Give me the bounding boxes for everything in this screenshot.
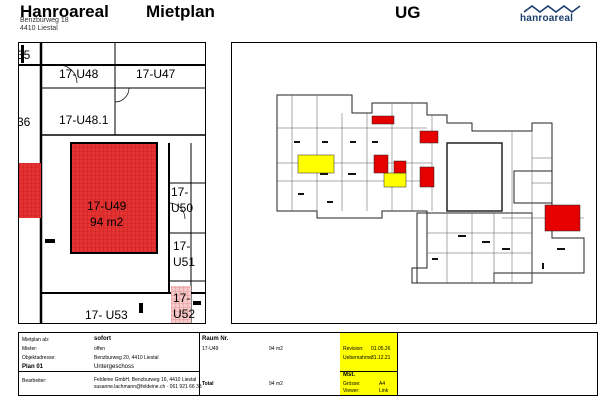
floor-label: UG xyxy=(395,3,421,22)
page-title: Mietplan xyxy=(146,2,215,21)
company-logo: hanroareal xyxy=(520,5,584,25)
viewer-label: Viewer: xyxy=(343,388,360,394)
mieter-value: offen xyxy=(94,346,106,352)
bearbeiter-label: Bearbeiter: xyxy=(22,378,47,384)
room-label-36: 36 xyxy=(18,115,31,129)
mietplan-ab-value: sofort xyxy=(94,336,111,342)
room-label-17-U50-a: 17- xyxy=(171,185,189,199)
revision-value: 01.05.26 xyxy=(371,346,391,352)
plan-value: Untergeschoss xyxy=(94,364,135,370)
room-label-17-U48: 17-U48 xyxy=(59,67,99,81)
room-label-17-U47: 17-U47 xyxy=(136,67,176,81)
room-label-17-U53: 17- U53 xyxy=(85,308,128,322)
uebernahme-value: 31.12.21 xyxy=(371,355,391,361)
room-area-label: 94 m2 xyxy=(90,215,124,229)
info-table: Mietplan ab: sofort Mieter: offen Objekt… xyxy=(18,332,598,396)
objektadresse-value: Benzburweg 20, 4410 Liestal xyxy=(94,355,159,361)
room-label-17-U51-b: U51 xyxy=(173,255,196,269)
detail-floor-plan[interactable]: 35 17-U48 17-U47 36 17-U48.1 17-U49 94 m… xyxy=(18,42,206,324)
uebernahme-label: Uebernahme: xyxy=(343,355,374,361)
room-label-17-U52-a: 17- xyxy=(173,291,191,305)
overview-floor-plan[interactable] xyxy=(231,42,597,324)
logo-text: hanroareal xyxy=(520,13,574,24)
yellow-status-block xyxy=(340,333,397,395)
plan-label: Plan 01 xyxy=(22,364,44,370)
company-name: Hanroareal xyxy=(20,2,109,21)
logo-mark-icon xyxy=(523,5,581,13)
overview-plan-drawing xyxy=(276,94,585,284)
detail-plan-drawing xyxy=(19,43,205,323)
room-label-35: 35 xyxy=(18,48,31,62)
revision-label: Revision: xyxy=(343,346,364,352)
groesse-label: Grösse: xyxy=(343,381,361,387)
raum-row-area: 94 m2 xyxy=(269,346,283,352)
viewer-value: Link xyxy=(379,388,389,394)
objektadresse-label: Objektadresse: xyxy=(22,355,56,361)
total-value: 94 m2 xyxy=(269,381,283,387)
mieter-label: Mieter: xyxy=(22,346,38,352)
groesse-value: A4 xyxy=(379,381,386,387)
room-label-17-U50-b: U50 xyxy=(171,201,194,215)
bearbeiter-line-1: Feldeine GmbH, Benzburweg 16, 4410 Liest… xyxy=(94,377,197,383)
address-line-1: Benzburweg 18 xyxy=(20,17,69,24)
mietplan-ab-label: Mietplan ab: xyxy=(22,337,50,343)
total-label: Total xyxy=(202,381,214,387)
bearbeiter-line-2: susanne.lachmann@feldeine.ch · 061 921 6… xyxy=(94,384,202,390)
room-label-17-U51-a: 17- xyxy=(173,239,191,253)
mst-label: Mst. xyxy=(343,372,355,378)
room-label-17-U48-1: 17-U48.1 xyxy=(59,113,109,127)
room-label-17-U49[interactable]: 17-U49 xyxy=(87,199,127,213)
raum-row-id: 17-U49 xyxy=(202,346,219,352)
room-label-17-U52-b: U52 xyxy=(173,307,196,321)
raum-label: Raum Nr. xyxy=(202,336,229,342)
address-line-2: 4410 Liestal xyxy=(20,25,58,32)
